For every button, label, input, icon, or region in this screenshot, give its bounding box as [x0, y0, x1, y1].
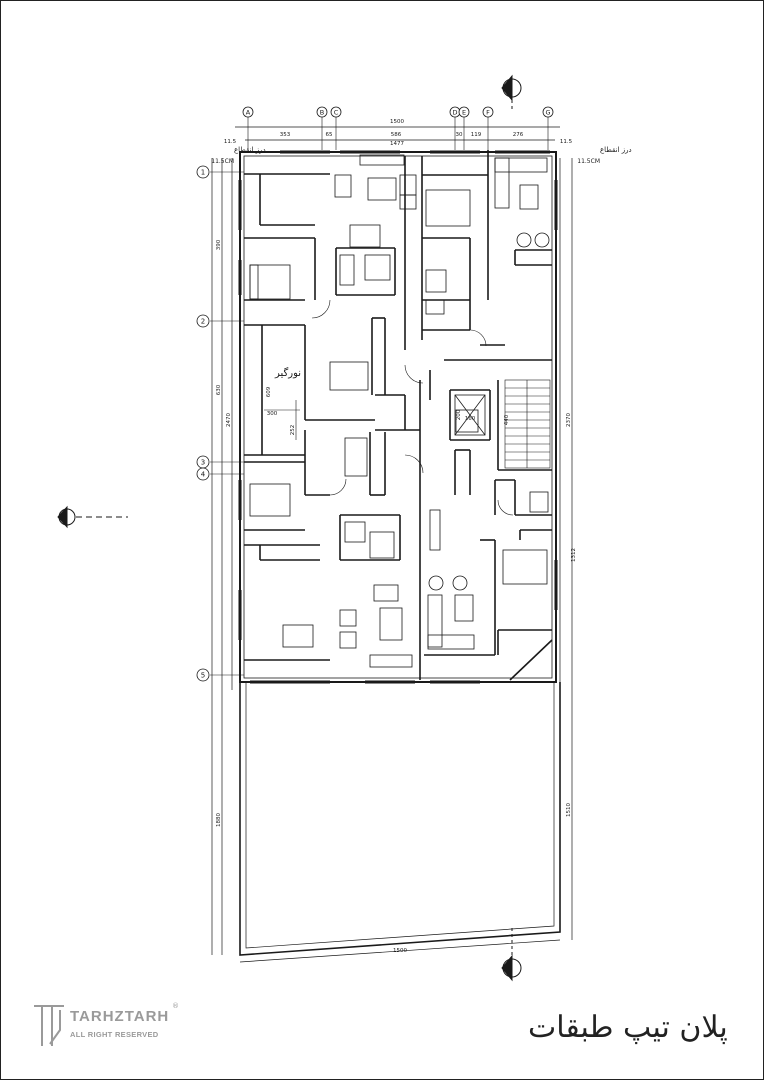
light-well-width: 300 [267, 411, 278, 417]
light-well-depth: 609 [266, 386, 272, 397]
light-well-dimension [264, 400, 300, 440]
edge-right-dimension: 11.5 [560, 139, 573, 145]
grid-row-label: 3 [201, 459, 205, 467]
grid-row-label: 1 [201, 169, 205, 177]
grid-row-bubble [196, 165, 210, 179]
grid-row-label: 5 [201, 672, 205, 680]
door-swings [311, 299, 514, 516]
left-side-dimension: 2470 [226, 413, 232, 427]
grid-column-label: A [246, 109, 251, 117]
grid-column-bubble [458, 106, 470, 118]
grid-column-label: B [320, 109, 324, 117]
staircase [504, 379, 551, 469]
north-arrow-bottom [501, 928, 522, 982]
top-dimension-lines [235, 112, 560, 150]
grid-column-bubble [330, 106, 342, 118]
logo-rights-text: ALL RIGHT RESERVED [70, 1030, 159, 1039]
right-side-dimension: 1510 [566, 803, 572, 817]
north-unit-walls [244, 150, 552, 361]
drawing-title: پلان تیپ طبقات [528, 1010, 728, 1045]
grid-row-label: 4 [201, 471, 206, 479]
expansion-joint-label-right: درز انقطاع [600, 146, 632, 154]
south-unit-walls [244, 461, 553, 681]
grid-row-bubble [196, 668, 210, 682]
expansion-joint-label-left: درز انقطاع [234, 146, 266, 154]
overall-bottom-dimension: 1500 [393, 948, 407, 954]
grid-row-bubble [196, 314, 210, 328]
logo-mark-icon [34, 1005, 64, 1046]
elevator-dimension: 160 [465, 416, 476, 422]
grid-column-bubble [242, 106, 254, 118]
overall-top-dimension: 1500 [390, 119, 404, 125]
left-side-dimension: 630 [216, 384, 222, 395]
annotations: درز انقطاع 11.5CM درز انقطاع 11.5CM نورگ… [211, 146, 631, 379]
elevator-shaft [454, 394, 486, 436]
grid-column-label: C [334, 109, 339, 117]
living-furniture [282, 154, 548, 668]
elevator-dimension: 200 [456, 409, 462, 420]
top-segment-dimension: 119 [471, 132, 482, 138]
edge-left-dimension: 11.5 [224, 139, 237, 145]
north-arrow-top [501, 74, 522, 112]
top-segment-dimension: 353 [280, 132, 291, 138]
top-segment-dimension: 65 [326, 132, 333, 138]
left-side-dimension: 1880 [216, 813, 222, 827]
grid-column-bubble [542, 106, 554, 118]
registered-mark: ® [172, 1002, 179, 1010]
company-logo: TARHZTARH ALL RIGHT RESERVED ® [30, 1000, 180, 1052]
middle-walls [244, 317, 552, 680]
logo-brand-text: TARHZTARH [70, 1008, 170, 1025]
window-openings [238, 150, 558, 684]
stair-dimension: 440 [504, 414, 510, 425]
right-side-dimension: 1312 [571, 548, 577, 562]
top-segment-dimension: 30 [456, 132, 463, 138]
inner-top-dimension: 1477 [390, 141, 404, 147]
bathroom-fixtures [339, 232, 550, 591]
grid-column-bubble [316, 106, 328, 118]
grid-column-label: F [486, 109, 490, 117]
grid-row-bubble [196, 467, 210, 481]
grid-column-label: D [452, 109, 457, 117]
light-well-label: نورگیر [274, 367, 301, 379]
expansion-joint-size-left: 11.5CM [211, 158, 234, 165]
grid-row-markers: 1 2 3 4 5 [196, 165, 244, 682]
left-side-dimension: 390 [216, 239, 222, 250]
side-dimension-lines [211, 158, 573, 955]
top-segment-dimension: 586 [391, 132, 402, 138]
beds [249, 189, 549, 585]
grid-column-bubble [482, 106, 494, 118]
top-segment-dimension: 276 [513, 132, 524, 138]
grid-column-label: E [462, 109, 466, 117]
dimension-texts: 1500 1477 11.5 11.5 353 65 586 30 119 27… [216, 119, 577, 954]
right-side-dimension: 2370 [566, 413, 572, 427]
grid-column-label: G [545, 109, 550, 117]
section-marker-left [57, 505, 128, 529]
light-well-height: 252 [290, 425, 296, 436]
grid-row-label: 2 [201, 318, 205, 326]
expansion-joint-size-right: 11.5CM [577, 158, 600, 165]
